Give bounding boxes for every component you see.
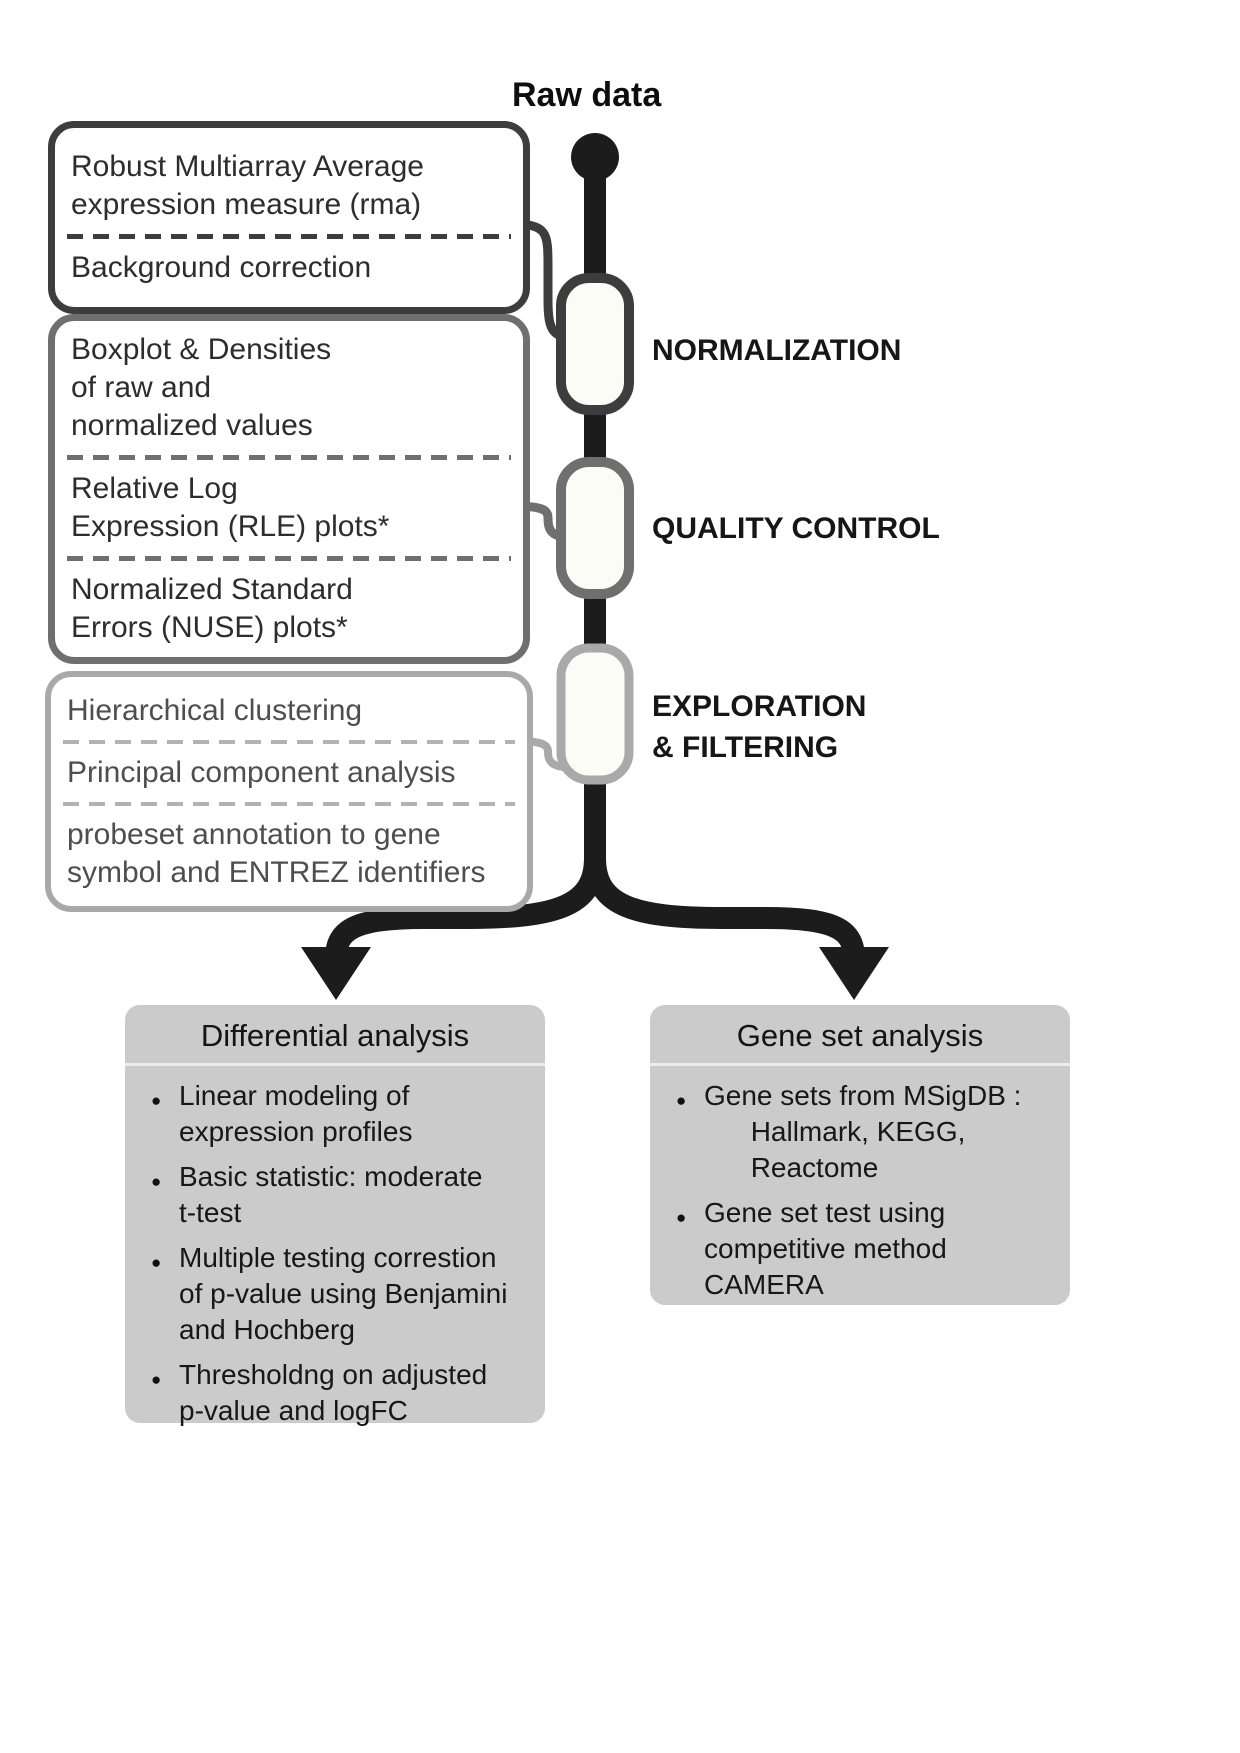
method-hierarchical-clustering: Hierarchical clustering (67, 693, 363, 727)
method-background-correction: Background correction (71, 251, 372, 284)
dashed-divider (67, 234, 511, 239)
list-item: Gene sets from MSigDB : Hallmark, KEGG, … (674, 1078, 1058, 1186)
method-rma: Robust Multiarray Average expression mea… (71, 150, 424, 221)
stage-label-normalization: NORMALIZATION (652, 334, 902, 367)
list-item: Multiple testing correstion of p-value u… (149, 1240, 533, 1348)
method-pca: Principal component analysis (67, 755, 456, 789)
branch-right (584, 840, 865, 959)
gene-set-analysis-title: Gene set analysis (650, 1005, 1070, 1066)
list-item: Basic statistic: moderate t-test (149, 1159, 533, 1231)
arrowhead-left (301, 947, 371, 1000)
gene-set-analysis-list: Gene sets from MSigDB : Hallmark, KEGG, … (650, 1066, 1070, 1303)
raw-data-node (571, 133, 619, 181)
dashed-divider (67, 556, 511, 561)
stage-label-exploration-filtering: EXPLORATION & FILTERING (652, 690, 867, 764)
dashed-divider (63, 739, 515, 744)
normalization-methods-box: Robust Multiarray Average expression mea… (48, 121, 530, 314)
stage-label-quality-control: QUALITY CONTROL (652, 512, 940, 545)
raw-data-label: Raw data (512, 76, 662, 114)
pill-normalization (556, 273, 634, 415)
method-probeset-annotation: probeset annotation to gene symbol and E… (67, 817, 486, 889)
list-item: Thresholdng on adjusted p-value and logF… (149, 1357, 533, 1429)
list-item: Linear modeling of expression profiles (149, 1078, 533, 1150)
method-rle-plots: Relative Log Expression (RLE) plots* (71, 472, 390, 543)
quality-control-methods-box: Boxplot & Densities of raw and normalize… (48, 314, 530, 664)
method-boxplot-densities: Boxplot & Densities of raw and normalize… (71, 333, 332, 442)
differential-analysis-list: Linear modeling of expression profiles B… (125, 1066, 545, 1429)
list-item: Gene set test using competitive method C… (674, 1195, 1058, 1303)
dashed-divider (63, 801, 515, 806)
differential-analysis-title: Differential analysis (125, 1005, 545, 1066)
exploration-methods-box: Hierarchical clustering Principal compon… (45, 671, 533, 912)
differential-analysis-box: Differential analysis Linear modeling of… (125, 1005, 545, 1426)
pill-quality-control (556, 457, 634, 599)
method-nuse-plots: Normalized Standard Errors (NUSE) plots* (71, 573, 353, 644)
gene-set-analysis-box: Gene set analysis Gene sets from MSigDB … (650, 1005, 1070, 1305)
pill-exploration (556, 643, 634, 785)
dashed-divider (67, 455, 511, 460)
arrowhead-right (819, 947, 889, 1000)
